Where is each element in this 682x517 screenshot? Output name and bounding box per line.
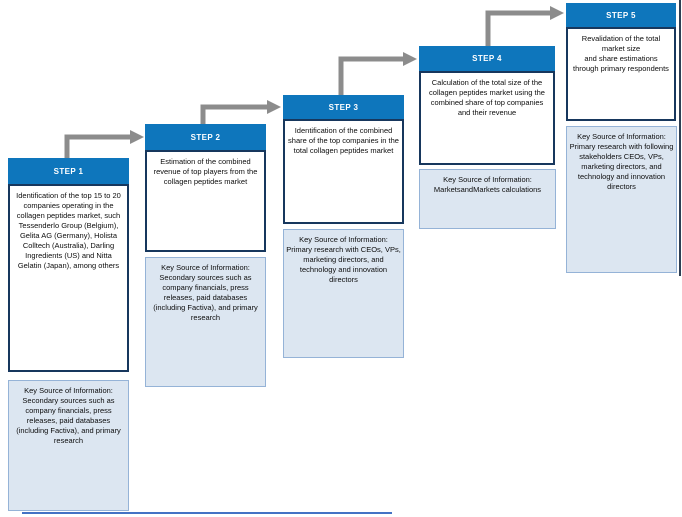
arrow-step2-to-step3 <box>200 100 281 124</box>
step-3-key-source-text: Primary research with CEOs, VPs, marketi… <box>286 245 401 284</box>
step-2-title: STEP 2 <box>190 132 221 142</box>
step-1-header: STEP 1 <box>8 158 129 184</box>
step-1-description-box: Identification of the top 15 to 20 compa… <box>8 184 129 372</box>
right-frame-line <box>679 0 681 276</box>
step-5-key-source-box: Key Source of Information: Primary resea… <box>566 126 677 273</box>
step-5-description-box: Revalidation of the total market size an… <box>566 27 676 121</box>
step-4-title: STEP 4 <box>472 54 502 63</box>
step-5-description: Revalidation of the total market size an… <box>573 34 669 73</box>
step-1-description: Identification of the top 15 to 20 compa… <box>16 191 121 270</box>
step-5-key-source-label: Key Source of Information: <box>577 132 666 141</box>
step-2-description-box: Estimation of the combined revenue of to… <box>145 150 266 252</box>
step-2-key-source-box: Key Source of Information: Secondary sou… <box>145 257 266 387</box>
step-3-title: STEP 3 <box>328 102 359 112</box>
arrow-step4-to-step5 <box>485 6 564 46</box>
step-3-description-box: Identification of the combined share of … <box>283 119 404 224</box>
step-5-header: STEP 5 <box>566 3 676 27</box>
step-1-key-source-text: Secondary sources such as company financ… <box>16 396 121 445</box>
step-2-description: Estimation of the combined revenue of to… <box>153 157 258 186</box>
step-2-header: STEP 2 <box>145 124 266 150</box>
arrow-step1-to-step2 <box>64 130 144 158</box>
step-2-key-source-label: Key Source of Information: <box>161 263 250 272</box>
step-1-key-source-label: Key Source of Information: <box>24 386 113 395</box>
step-4-header: STEP 4 <box>419 46 555 71</box>
step-3-key-source-box: Key Source of Information: Primary resea… <box>283 229 404 358</box>
step-5-title: STEP 5 <box>606 10 636 20</box>
step-4-description-box: Calculation of the total size of the col… <box>419 71 555 165</box>
step-3-description: Identification of the combined share of … <box>288 126 399 155</box>
step-1-key-source-box: Key Source of Information: Secondary sou… <box>8 380 129 511</box>
step-5-key-source-text: Primary research with following stakehol… <box>569 142 674 191</box>
step-4-key-source-box: Key Source of Information: MarketsandMar… <box>419 169 556 229</box>
step-4-key-source-label: Key Source of Information: <box>443 175 532 184</box>
step-1-title: STEP 1 <box>53 166 84 176</box>
step-2-key-source-text: Secondary sources such as company financ… <box>153 273 258 322</box>
step-3-header: STEP 3 <box>283 95 404 119</box>
step-4-key-source-text: MarketsandMarkets calculations <box>433 185 542 194</box>
bottom-frame-line <box>22 512 392 514</box>
step-3-key-source-label: Key Source of Information: <box>299 235 388 244</box>
arrow-step3-to-step4 <box>338 52 417 95</box>
step-4-description: Calculation of the total size of the col… <box>429 78 545 117</box>
